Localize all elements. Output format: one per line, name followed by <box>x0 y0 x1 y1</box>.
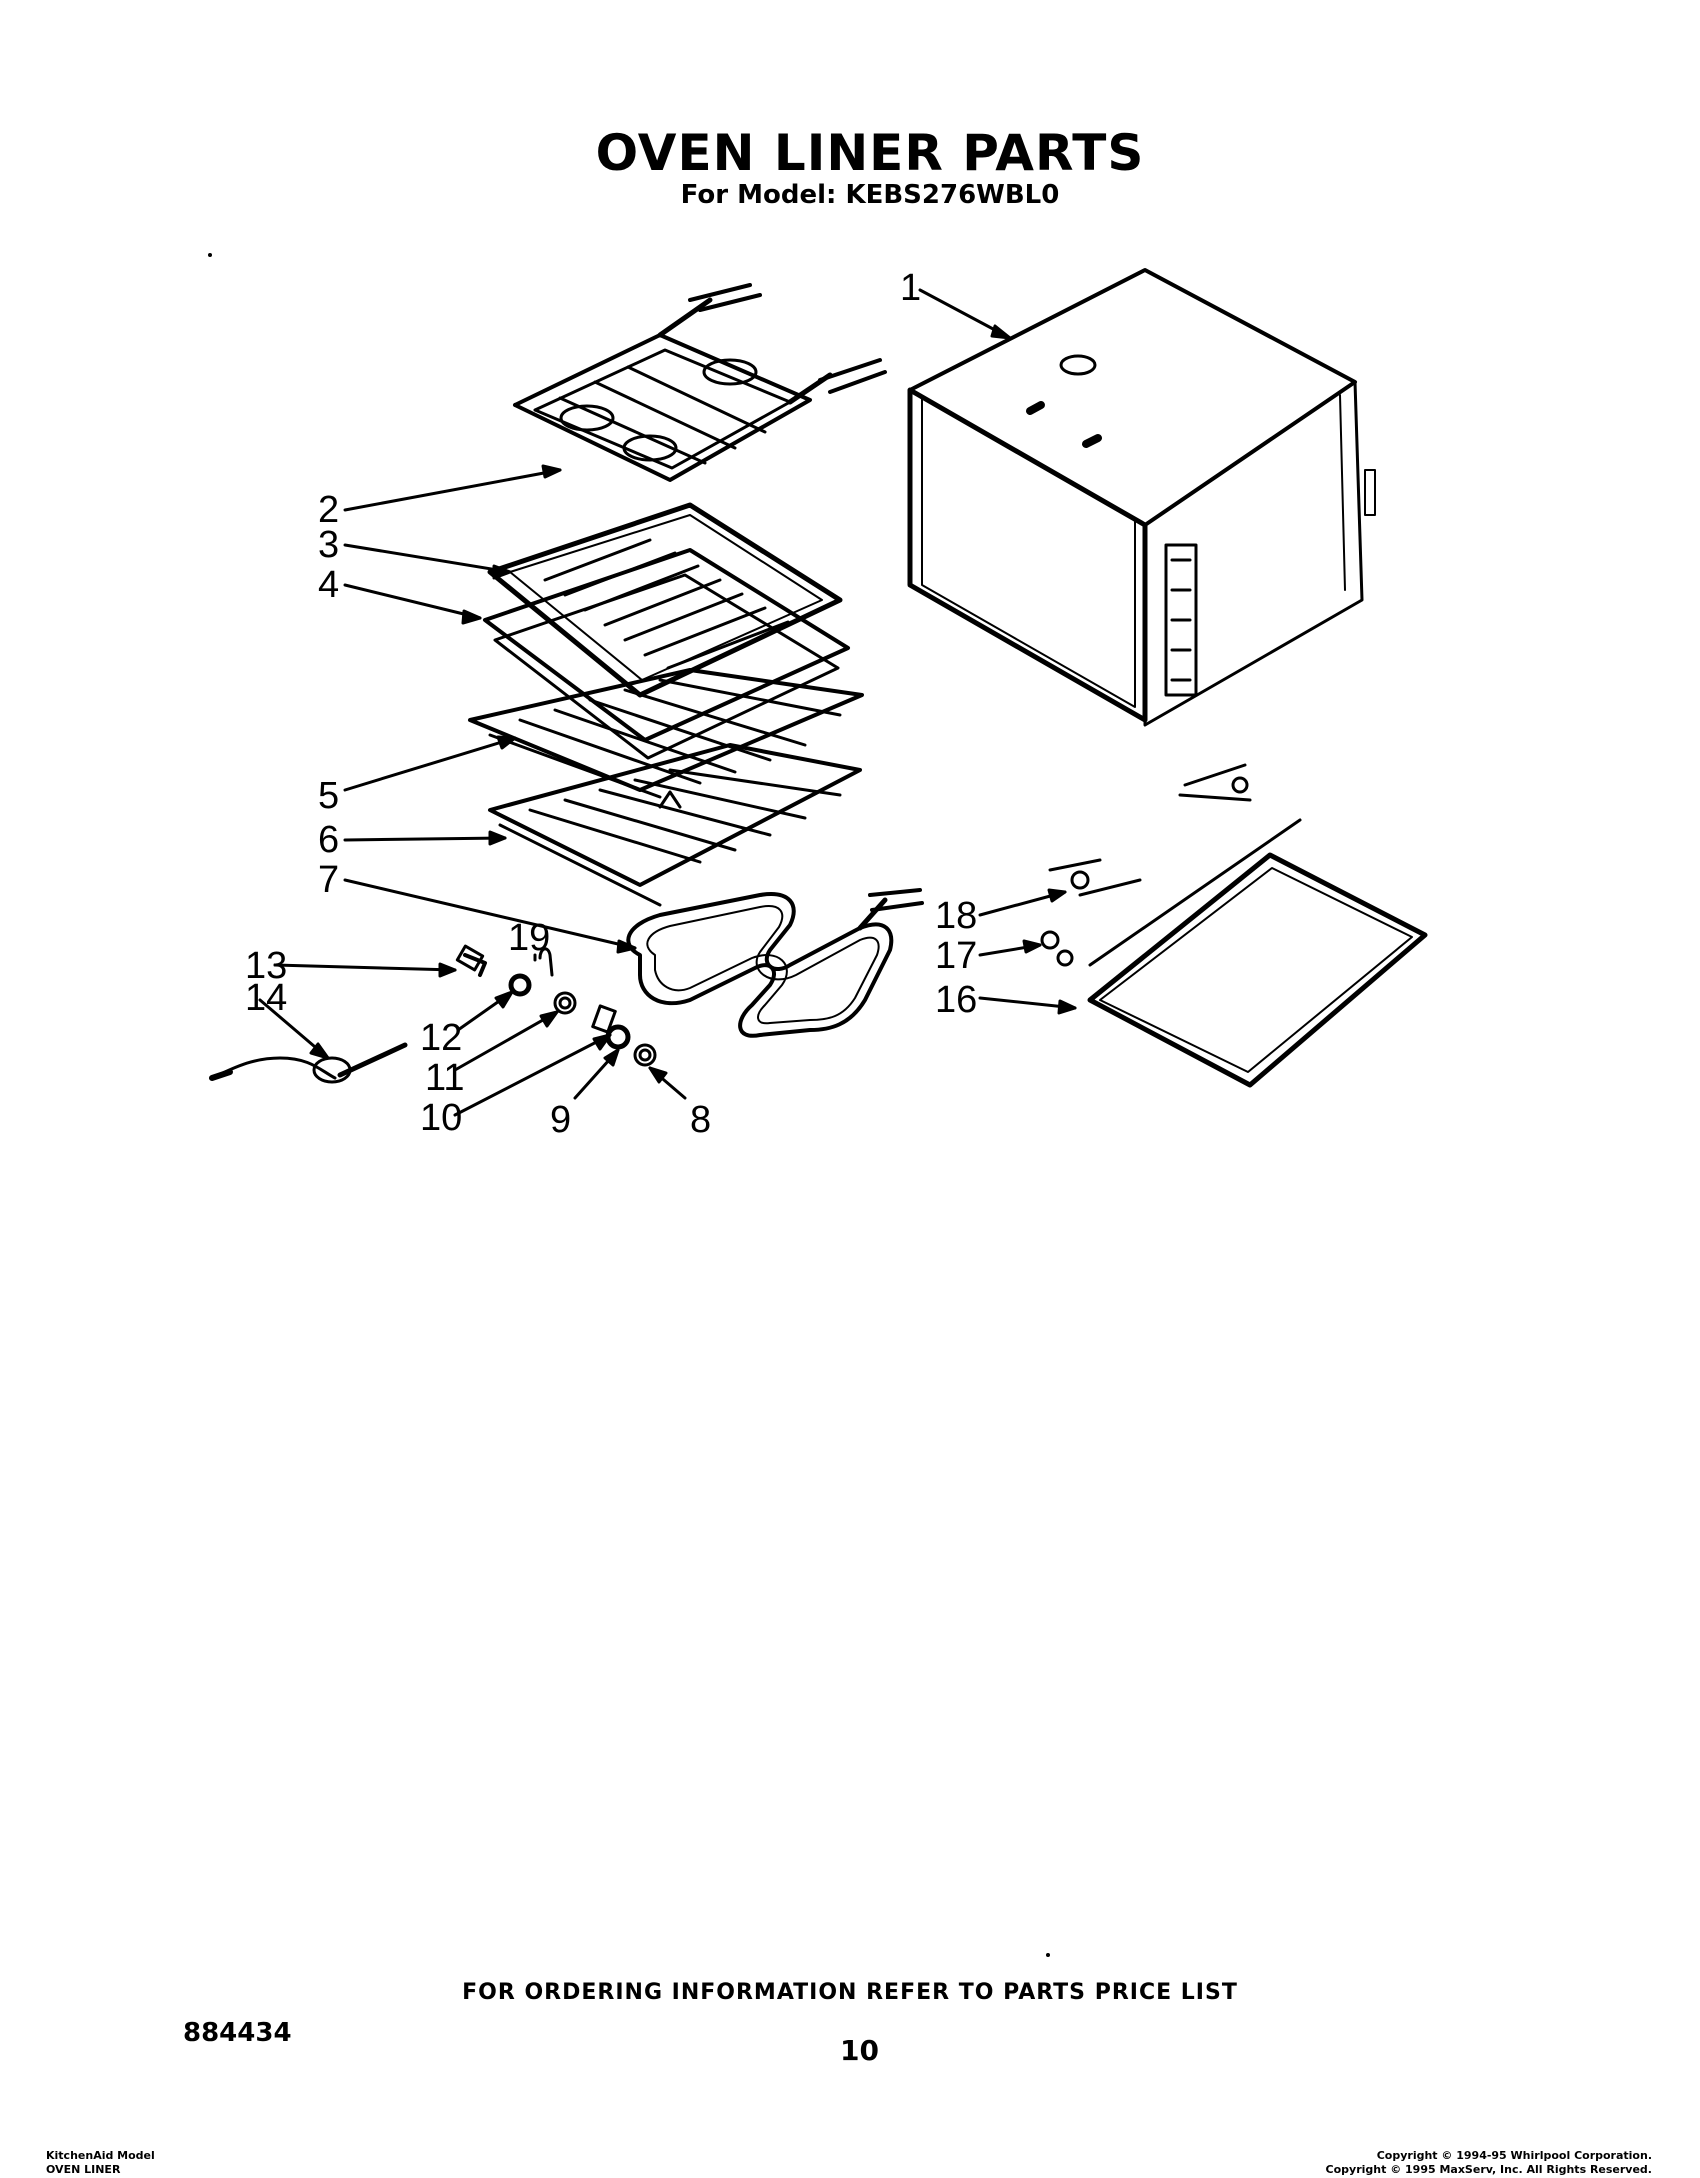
part-broiler-grid <box>487 502 843 698</box>
callout-1: 1 <box>900 267 921 309</box>
part-oven-liner-box <box>907 268 1376 727</box>
callout-5: 5 <box>318 775 339 817</box>
callout-10: 10 <box>420 1097 462 1139</box>
callout-16: 16 <box>935 979 977 1021</box>
part-bottom-panel <box>1040 763 1428 1088</box>
callout-12: 12 <box>420 1017 462 1059</box>
copyright-maxserv: Copyright © 1995 MaxServ, Inc. All Right… <box>1325 2163 1652 2176</box>
part-bake-element <box>626 888 924 1038</box>
page-title: OVEN LINER PARTS <box>595 124 1145 182</box>
callout-18: 18 <box>935 895 977 937</box>
callout-labels: 1 2 3 4 5 6 7 8 9 10 11 12 13 14 16 17 1… <box>245 267 977 1141</box>
callout-9: 9 <box>550 1099 571 1141</box>
part-broil-element <box>513 283 887 482</box>
callout-2: 2 <box>318 489 339 531</box>
callout-8: 8 <box>690 1099 711 1141</box>
callout-19: 19 <box>508 917 550 959</box>
callout-7: 7 <box>318 859 339 901</box>
page-number: 10 <box>840 2034 879 2067</box>
part-oven-rack-5 <box>468 668 864 799</box>
callout-4: 4 <box>318 564 339 606</box>
leader-lines <box>258 288 1077 1117</box>
copyright-whirlpool: Copyright © 1994-95 Whirlpool Corporatio… <box>1376 2149 1652 2162</box>
callout-14: 14 <box>245 977 287 1019</box>
ordering-note: FOR ORDERING INFORMATION REFER TO PARTS … <box>462 1980 1238 2005</box>
callout-6: 6 <box>318 819 339 861</box>
callout-11: 11 <box>425 1057 464 1099</box>
footer-left: KitchenAid Model OVEN LINER <box>46 2149 155 2177</box>
part-small-hardware <box>209 944 657 1084</box>
model-brand-line: KitchenAid Model <box>46 2149 155 2162</box>
callout-3: 3 <box>318 524 339 566</box>
document-number: 884434 <box>183 2018 292 2048</box>
part-oven-rack-6 <box>488 743 862 907</box>
callout-17: 17 <box>935 935 977 977</box>
callout-13: 13 <box>245 945 287 987</box>
model-subtitle: For Model: KEBS276WBL0 <box>680 180 1060 210</box>
footer-copyright: Copyright © 1994-95 Whirlpool Corporatio… <box>1326 2149 1652 2177</box>
section-name-line: OVEN LINER <box>46 2163 121 2176</box>
